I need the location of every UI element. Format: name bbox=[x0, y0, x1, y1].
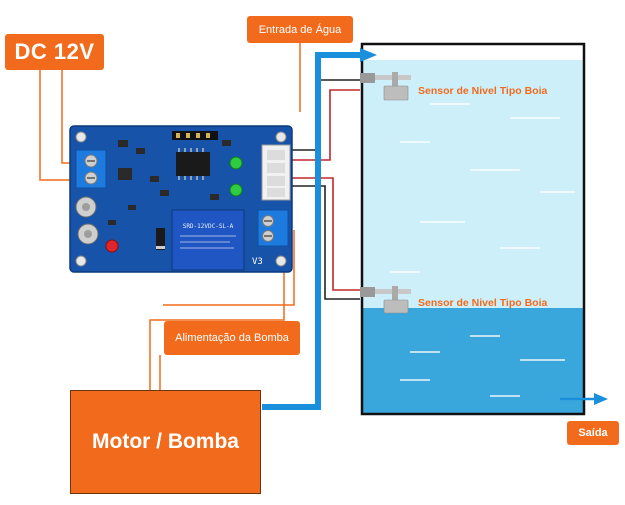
mount-hole-icon bbox=[75, 131, 87, 143]
water-inlet-pipe bbox=[262, 48, 377, 410]
inlet-arrow-icon bbox=[360, 48, 377, 62]
outlet-label: Saída bbox=[567, 421, 619, 445]
status-led-icon bbox=[229, 156, 243, 170]
smd-components bbox=[108, 140, 231, 225]
ic-chip bbox=[176, 148, 210, 180]
power-led-icon bbox=[105, 239, 119, 253]
sensor-wires bbox=[292, 79, 360, 300]
water-upper-zone bbox=[362, 60, 584, 308]
pump-box: Motor / Bomba bbox=[70, 390, 261, 494]
controller-board: SRD-12VDC-SL-A V3 bbox=[69, 125, 293, 273]
power-terminal-block bbox=[75, 149, 107, 189]
header-pins bbox=[172, 131, 218, 140]
relay: SRD-12VDC-SL-A bbox=[171, 209, 245, 271]
tank-outline bbox=[360, 42, 586, 416]
power-supply-label: DC 12V bbox=[5, 34, 104, 70]
float-sensor-bottom bbox=[360, 286, 411, 314]
diode bbox=[156, 228, 165, 250]
float-sensor-top bbox=[360, 72, 411, 101]
capacitors bbox=[75, 196, 99, 245]
mount-hole-icon bbox=[275, 255, 287, 267]
water-ripples bbox=[390, 103, 575, 397]
pump-power-label: Alimentação da Bomba bbox=[164, 321, 300, 355]
water-lower-zone bbox=[362, 308, 584, 414]
outlet-arrow-icon bbox=[594, 393, 608, 405]
mount-hole-icon bbox=[275, 131, 287, 143]
status-led-icon bbox=[229, 183, 243, 197]
sensor-connector bbox=[261, 144, 291, 201]
sensor-bottom-label: Sensor de Nivel Tipo Boia bbox=[418, 297, 548, 309]
water-inlet-label: Entrada de Água bbox=[247, 16, 353, 43]
sensor-top-label: Sensor de Nivel Tipo Boia bbox=[418, 85, 548, 97]
water-tank bbox=[360, 42, 586, 416]
mount-hole-icon bbox=[75, 255, 87, 267]
outlet-arrow bbox=[560, 393, 608, 405]
pump-terminal-block bbox=[257, 209, 289, 247]
relay-model-text: SRD-12VDC-SL-A bbox=[183, 223, 234, 230]
pin-label-text: V3 bbox=[252, 257, 263, 267]
